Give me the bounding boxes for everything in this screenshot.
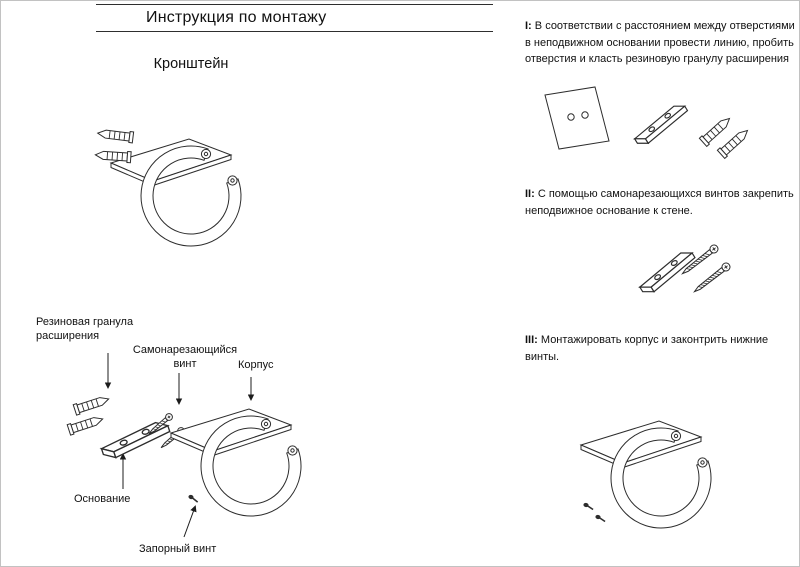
- page-title: Инструкция по монтажу: [146, 9, 327, 26]
- dowel-icon: [94, 148, 132, 164]
- drill-hole-icon: [567, 113, 575, 121]
- product-subtitle: Кронштейн: [153, 56, 229, 72]
- step-2-number: II:: [525, 188, 535, 200]
- bracket-body-icon: [170, 408, 302, 517]
- base-plate-icon: [635, 247, 700, 298]
- dowel-icon: [716, 125, 752, 159]
- base-plate-icon: [630, 100, 692, 149]
- step-2-text: II: С помощью самонарезающихся винтов за…: [525, 188, 794, 217]
- step-2-illustration: [635, 242, 733, 298]
- bracket-overview-illustration: [94, 127, 242, 247]
- exploded-view-illustration: [66, 353, 302, 538]
- locking-screw-icon: [582, 501, 596, 511]
- dowel-icon: [72, 393, 111, 416]
- bracket-body-icon: [580, 420, 712, 529]
- step-1-illustration: [544, 86, 752, 159]
- title-banner: Инструкция по монтажу: [96, 4, 493, 32]
- label-body: Корпус: [238, 359, 274, 371]
- self-tapping-screw-icon: [691, 260, 733, 296]
- label-locking-screw: Запорный винт: [139, 543, 217, 555]
- step-1-number: I:: [525, 20, 532, 32]
- label-base: Основание: [74, 493, 131, 505]
- label-rubber-plug: Резиновая гранула расширения: [36, 316, 134, 343]
- locking-screw-icon: [186, 493, 201, 503]
- locking-screw-icon: [594, 513, 608, 523]
- step-1-text: I: В соответствии с расстоянием между от…: [525, 20, 795, 65]
- dowel-icon: [96, 127, 135, 144]
- drill-hole-icon: [581, 111, 589, 119]
- dowel-icon: [66, 413, 105, 436]
- wall-plate-icon: [544, 86, 610, 150]
- step-3-illustration: [580, 420, 712, 529]
- dowel-icon: [698, 113, 734, 147]
- step-3-text: III: Монтажировать корпус и законтрить н…: [525, 334, 769, 363]
- step-3-number: III:: [525, 334, 538, 346]
- label-self-tapping-screw: Самонарезающийся винт: [132, 344, 238, 371]
- arrow-up-lock-icon: [183, 505, 197, 538]
